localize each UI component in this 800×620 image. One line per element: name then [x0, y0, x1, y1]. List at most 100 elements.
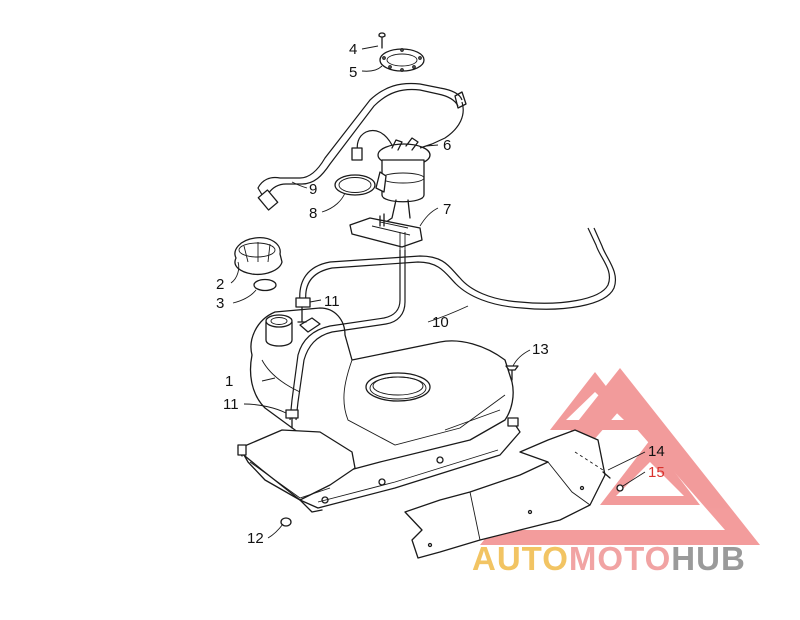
leader-2 [230, 261, 240, 284]
heat-shield [404, 429, 606, 559]
gasket-hole-3 [400, 48, 404, 52]
fuel-pump-seal-inner [338, 177, 372, 193]
callout-14: 14 [648, 443, 665, 460]
callout-10: 10 [432, 314, 449, 331]
filler-cap [234, 237, 283, 276]
filler-cap-assembly [234, 237, 283, 292]
callout-11b: 11 [223, 396, 239, 413]
heat-shield-plate [404, 429, 606, 559]
gasket-hole-2 [418, 56, 422, 60]
leader-12 [267, 523, 284, 539]
vent-hose [289, 227, 616, 421]
pump-screw-head [378, 32, 386, 38]
fuel-line-end-fitting [257, 189, 279, 211]
tank-lower-plate [239, 429, 356, 501]
leader-7 [419, 207, 439, 227]
gasket-hole-5 [388, 65, 392, 69]
watermark-small-triangle [550, 372, 640, 430]
heat-shield-fold-2 [469, 491, 481, 541]
callout-1: 1 [225, 373, 233, 390]
leader-1 [261, 377, 276, 382]
watermark-text-auto: AUTO [472, 540, 569, 577]
callout-2: 2 [216, 276, 224, 293]
tank-bolt-2 [378, 478, 386, 486]
leader-14 [607, 451, 646, 471]
heat-shield-hole-2 [427, 542, 433, 548]
hose-clamp-lower [285, 409, 299, 419]
tank-ridge-3 [444, 409, 501, 431]
drain-plug-body [280, 517, 292, 527]
tank-bolt-3 [321, 496, 329, 504]
tank-filler-neck-top [265, 314, 293, 328]
tank-filler-neck [265, 321, 293, 347]
leader-lines [230, 45, 646, 539]
fuel-pump-body [381, 159, 425, 203]
leader-5 [361, 65, 383, 72]
heat-shield-fold [547, 461, 591, 506]
mount-screw [505, 365, 519, 381]
filler-cap-grip-3 [267, 243, 271, 263]
vent-hose-line-a [299, 227, 610, 304]
drain-plug [280, 517, 292, 527]
filler-cap-grip-1 [243, 245, 249, 263]
pump-screw [378, 35, 386, 49]
tank-top-ridge [343, 359, 506, 446]
heat-shield-hole-1 [527, 509, 533, 515]
fuel-pump-connector [375, 171, 387, 193]
tank-mount-tab-2 [507, 417, 519, 427]
fuel-line-inner [267, 88, 459, 195]
leader-6 [425, 144, 439, 147]
fuel-pump-assembly [334, 129, 433, 248]
shield-bolt-14 [602, 471, 611, 479]
pump-bracket-inner [371, 221, 411, 236]
filler-cap-o-ring [253, 278, 277, 292]
leader-11a [309, 299, 322, 303]
hose-clamps [285, 297, 311, 429]
fuel-line [257, 82, 467, 211]
callout-9: 9 [309, 181, 317, 198]
watermark-text-line: AUTOMOTOHUB [472, 540, 746, 577]
watermark-text: AUTOMOTOHUB [472, 540, 746, 577]
watermark-text-hub: HUB [671, 540, 746, 577]
pump-bracket [349, 217, 423, 248]
callout-11a: 11 [324, 293, 340, 310]
watermark-inner-triangle [600, 440, 700, 505]
callout-4: 4 [349, 41, 357, 58]
callout-5: 5 [349, 64, 357, 81]
tank-pump-opening [365, 372, 431, 402]
vent-hose-route-2b [295, 250, 406, 421]
fuel-line-outer [257, 82, 463, 199]
leader-13 [512, 349, 531, 367]
leader-11b [243, 403, 287, 414]
vent-hose-line-b [305, 227, 616, 310]
leader-10 [427, 305, 469, 323]
hose-clamp-upper [295, 297, 311, 308]
tank-lower-rim [239, 419, 521, 509]
fuel-pump-wire-plug [351, 147, 363, 161]
callout-3: 3 [216, 295, 224, 312]
fuel-pump-top-fittings [391, 137, 419, 151]
tank-ridge-2 [261, 359, 301, 393]
callout-12: 12 [247, 530, 264, 547]
gasket-assembly [378, 32, 425, 72]
tank-mount-tab-1 [237, 444, 247, 456]
hose-clamp-upper-screw [297, 306, 307, 323]
callout-8: 8 [309, 205, 317, 222]
watermark-text-moto: MOTO [569, 540, 671, 577]
gasket-hole-6 [412, 65, 416, 69]
tank-pump-opening-ring [369, 376, 427, 400]
pump-bracket-post [379, 213, 385, 227]
fuel-pump-pickup [385, 199, 411, 223]
tank-filler-neck-inner [270, 317, 288, 325]
tank-bolt-1 [436, 456, 444, 464]
leader-4 [361, 45, 379, 50]
callout-13: 13 [532, 341, 549, 358]
fuel-tank [237, 307, 521, 513]
heat-shield-hole-3 [579, 485, 585, 491]
fuel-line-quick-connect [454, 91, 467, 109]
tank-rim-inner [317, 449, 499, 503]
gasket-hole-4 [400, 68, 404, 72]
callout-7: 7 [443, 201, 451, 218]
leader-8 [321, 192, 346, 213]
